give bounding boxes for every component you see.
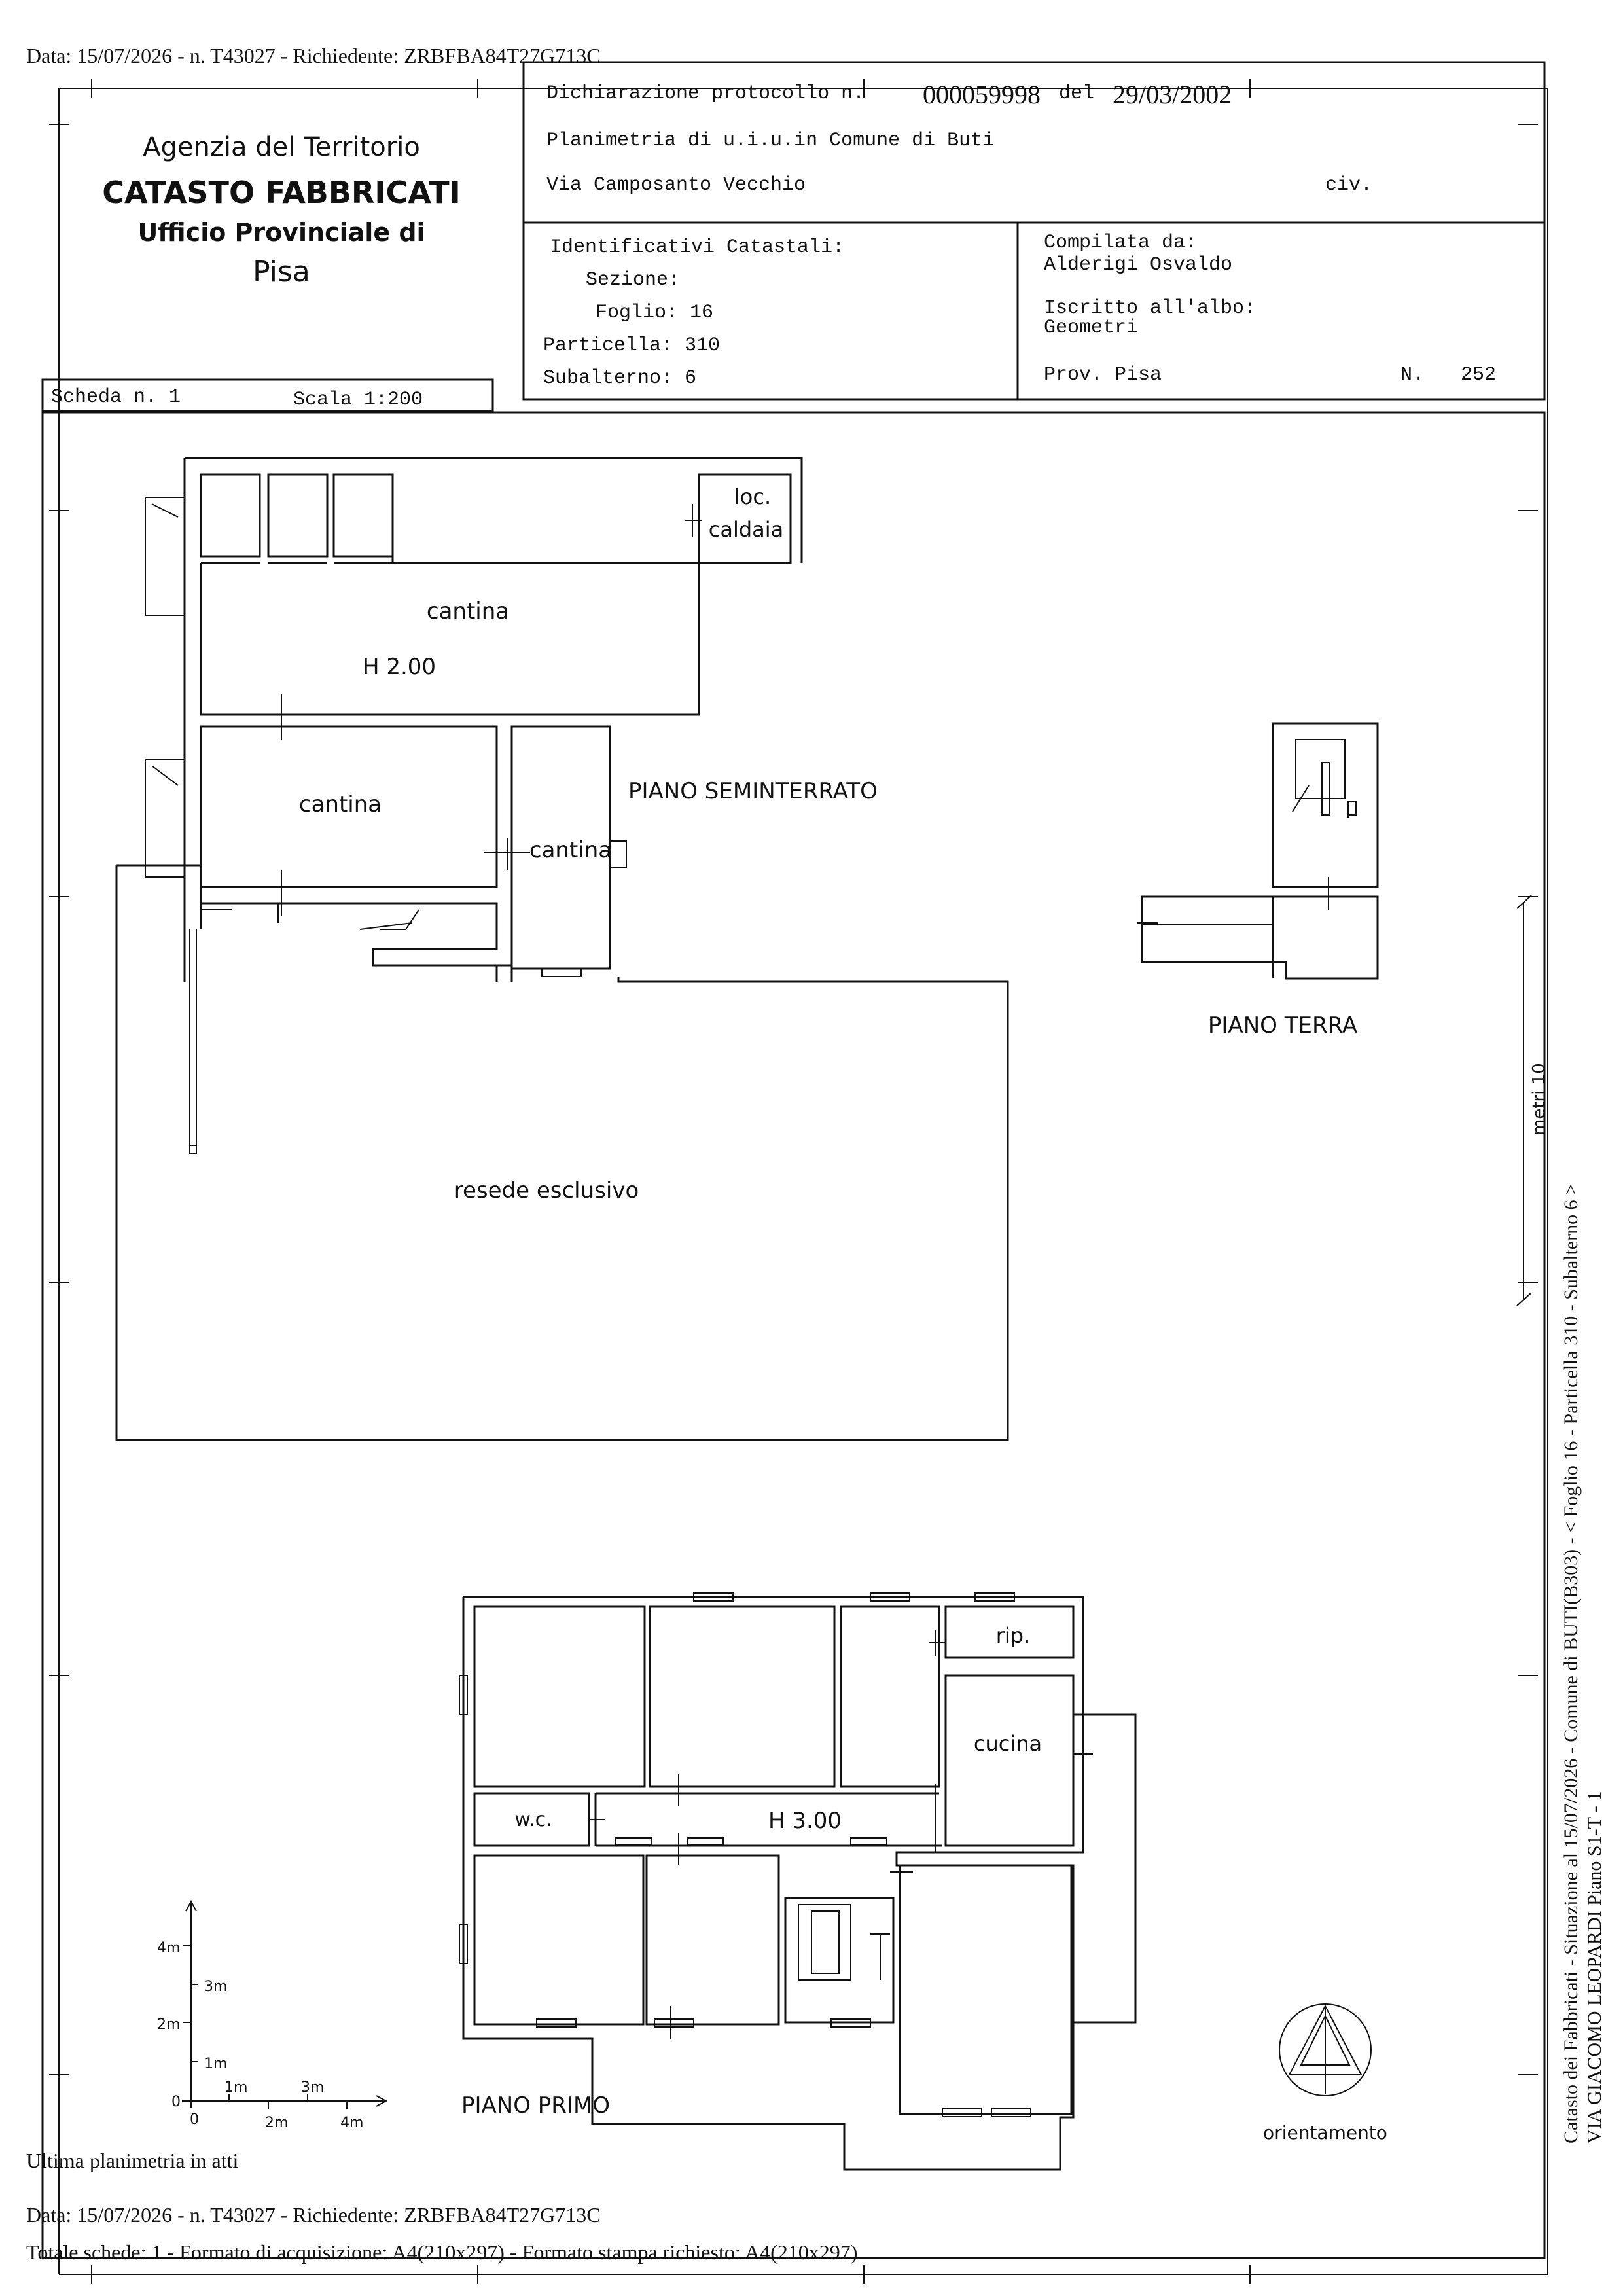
label-resede-esclusivo: resede esclusivo (454, 1177, 639, 1204)
header-table (522, 61, 1546, 401)
register-value: Geometri (1044, 317, 1138, 339)
protocol-label: Dichiarazione protocollo n. (546, 82, 865, 105)
agency-catasto: CATASTO FABBRICATI (102, 175, 461, 210)
label-piano-seminterrato: PIANO SEMINTERRATO (628, 778, 878, 804)
scale-y-1m: 1m (204, 2056, 227, 2072)
scale-x-2m: 2m (265, 2115, 288, 2131)
scale-y-3m: 3m (204, 1979, 227, 1995)
room-loc: loc. (734, 484, 771, 509)
agency-name: Agenzia del Territorio (143, 132, 420, 162)
address-via: Via Camposanto Vecchio (546, 174, 806, 196)
compass-icon (1279, 2003, 1372, 2096)
first-floor-plan (459, 1592, 1137, 2171)
drawing-frame (41, 411, 1546, 2259)
footer-date-line: Data: 15/07/2026 - n. T43027 - Richieden… (26, 2203, 601, 2227)
protocol-number: 000059998 (923, 80, 1041, 109)
side-address-info: VIA GIACOMO LEOPARDI Piano S1-T - 1 (1584, 1791, 1605, 2144)
room-cantina-narrow: cantina (529, 837, 612, 863)
room-cucina: cucina (974, 1731, 1042, 1756)
scale-x-3m: 3m (301, 2079, 324, 2096)
room-rip: rip. (996, 1623, 1031, 1648)
identifier-sezione: Sezione: (586, 269, 680, 291)
scheda-box (41, 378, 494, 412)
register-n-label: N. (1400, 364, 1424, 386)
label-piano-primo: PIANO PRIMO (461, 2092, 610, 2119)
protocol-date: 29/03/2002 (1113, 80, 1232, 109)
room-caldaia: caldaia (709, 517, 784, 542)
basement-floor-plan (115, 457, 1009, 1441)
province: Prov. Pisa (1044, 364, 1162, 386)
height-first-floor: H 3.00 (768, 1808, 842, 1834)
header-date-line: Data: 15/07/2026 - n. T43027 - Richieden… (26, 44, 601, 67)
identifier-particella: Particella: 310 (543, 334, 720, 357)
protocol-del: del (1059, 82, 1094, 105)
scale-y-2m: 2m (157, 2017, 180, 2033)
label-piano-terra: PIANO TERRA (1208, 1013, 1357, 1039)
label-orientamento: orientamento (1263, 2122, 1387, 2144)
identifiers-title: Identificativi Catastali: (550, 236, 844, 259)
scale-x-4m: 4m (340, 2115, 363, 2131)
compiler-name: Alderigi Osvaldo (1044, 254, 1232, 276)
planimetria-title: Planimetria di u.i.u.in Comune di Buti (546, 130, 994, 152)
scale-bar (182, 1899, 388, 2109)
ground-floor-plan (1137, 722, 1379, 980)
height-basement: H 2.00 (363, 654, 436, 680)
room-wc: w.c. (514, 1808, 552, 1831)
scale-y-4m: 4m (157, 1940, 180, 1956)
room-cantina-large: cantina (427, 598, 509, 624)
scheda-number: Scheda n. 1 (51, 386, 181, 408)
measurement-label: metri 10 (1529, 1063, 1549, 1136)
footer-last-plan: Ultima planimetria in atti (26, 2149, 238, 2172)
outer-frame (49, 79, 1548, 2284)
scale-x-0: 0 (190, 2111, 199, 2128)
address-civ: civ. (1325, 174, 1372, 196)
side-cadastral-info: Catasto dei Fabbricati - Situazione al 1… (1560, 1184, 1582, 2144)
scale-y-0: 0 (171, 2094, 181, 2110)
footer-format-line: Totale schede: 1 - Formato di acquisizio… (26, 2240, 857, 2264)
identifier-foglio: Foglio: 16 (596, 302, 713, 324)
scale: Scala 1:200 (293, 389, 423, 411)
agency-city: Pisa (253, 255, 310, 289)
register-n-value: 252 (1461, 364, 1496, 386)
compiler-label: Compilata da: (1044, 232, 1197, 254)
measurement-line (1516, 895, 1532, 1306)
room-cantina-middle: cantina (299, 791, 382, 817)
scale-x-1m: 1m (224, 2079, 247, 2096)
identifier-subalterno: Subalterno: 6 (543, 367, 696, 389)
agency-office: Ufficio Provinciale di (137, 218, 425, 247)
register-label: Iscritto all'albo: (1044, 297, 1256, 319)
